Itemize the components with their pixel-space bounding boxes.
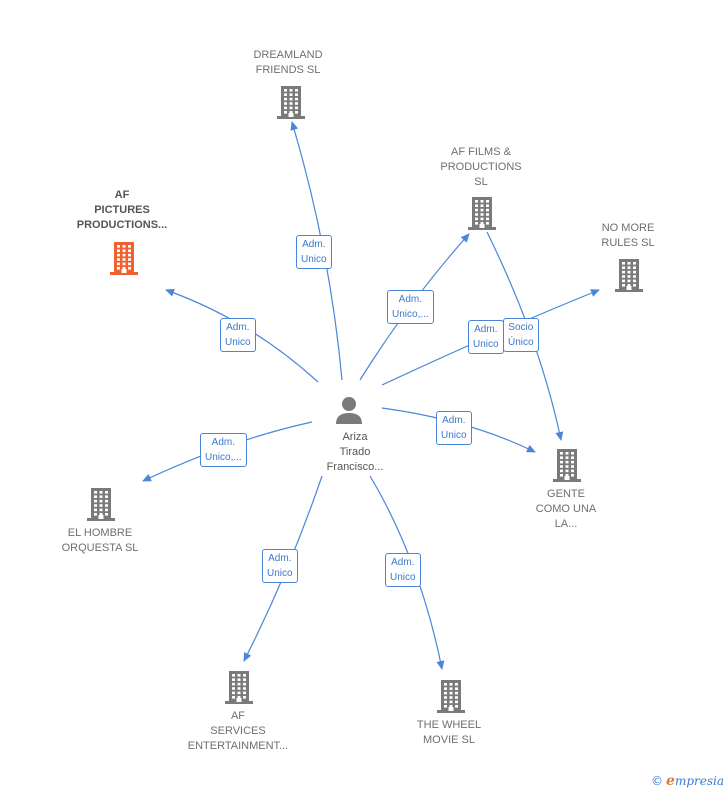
copyright-symbol: © (651, 774, 664, 788)
node-label-af-services[interactable]: AF SERVICES ENTERTAINMENT... (187, 710, 289, 752)
relation-label-af-pictures: Adm. Unico (220, 318, 256, 352)
building-icon (437, 680, 465, 713)
relation-label-af-films: Adm. Unico,... (387, 290, 434, 324)
node-center[interactable] (334, 395, 364, 430)
relation-label-dreamland: Adm. Unico (296, 235, 332, 269)
node-label-af-pictures[interactable]: AF PICTURES PRODUCTIONS... (76, 189, 168, 231)
node-no-more-rules[interactable] (614, 258, 644, 297)
person-icon (336, 397, 362, 424)
building-icon (468, 197, 496, 230)
node-gente[interactable] (552, 448, 582, 487)
node-label-dreamland[interactable]: DREAMLAND FRIENDS SL (253, 49, 323, 76)
relation-label-the-wheel: Adm. Unico (385, 553, 421, 587)
node-label-af-films[interactable]: AF FILMS & PRODUCTIONS SL (440, 146, 522, 188)
relation-label-af-services: Adm. Unico (262, 549, 298, 583)
node-label-no-more-rules[interactable]: NO MORE RULES SL (601, 222, 655, 249)
node-dreamland[interactable] (276, 85, 306, 124)
brand-name: mpresia (674, 774, 724, 788)
node-label-gente[interactable]: GENTE COMO UNA LA... (535, 488, 597, 530)
building-icon (225, 671, 253, 704)
node-el-hombre[interactable] (86, 487, 116, 526)
relation-label-no-more-rules: Adm. Unico (468, 320, 504, 354)
node-label-el-hombre[interactable]: EL HOMBRE ORQUESTA SL (61, 527, 139, 554)
node-af-services[interactable] (224, 670, 254, 709)
relation-label-gente: Adm. Unico (436, 411, 472, 445)
brand-initial: e (666, 773, 675, 789)
building-icon (615, 259, 643, 292)
building-icon-highlighted (110, 242, 138, 275)
building-icon (553, 449, 581, 482)
node-af-pictures[interactable] (109, 241, 139, 280)
relation-label-gente: Socio Único (503, 318, 539, 352)
building-icon (87, 488, 115, 521)
node-the-wheel[interactable] (436, 679, 466, 718)
relation-label-el-hombre: Adm. Unico,... (200, 433, 247, 467)
node-af-films[interactable] (467, 196, 497, 235)
node-label-center[interactable]: Ariza Tirado Francisco... (326, 431, 384, 473)
building-icon (277, 86, 305, 119)
footer-brand: ©empresia (651, 773, 724, 789)
node-label-the-wheel[interactable]: THE WHEEL MOVIE SL (416, 719, 482, 746)
